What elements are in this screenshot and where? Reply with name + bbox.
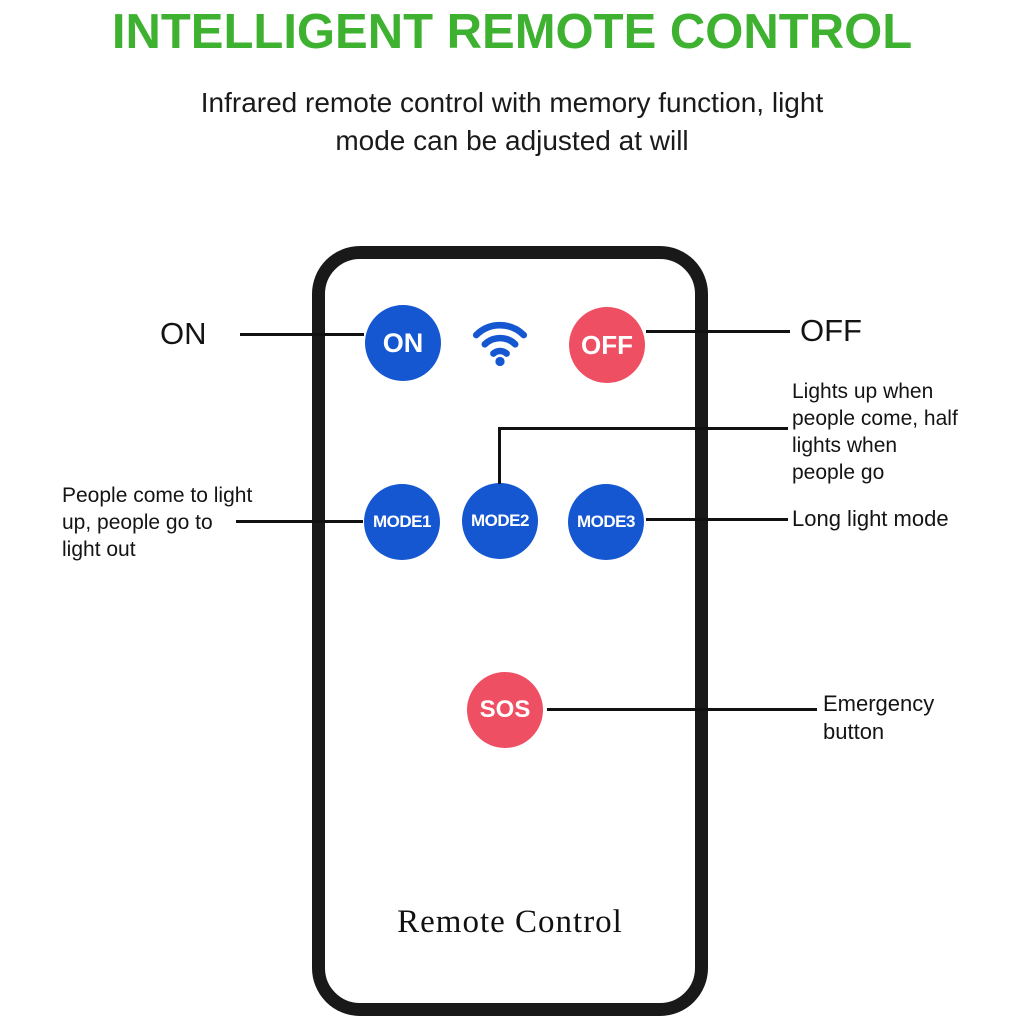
mode2-callout-line-vertical bbox=[498, 427, 501, 484]
off-callout-line bbox=[646, 330, 790, 333]
off-callout-label: OFF bbox=[800, 313, 862, 348]
page-subtitle: Infrared remote control with memory func… bbox=[0, 84, 1024, 160]
on-button: ON bbox=[365, 305, 441, 381]
mode1-callout-line bbox=[236, 520, 363, 523]
mode3-callout-note: Long light mode bbox=[792, 506, 949, 531]
mode1-callout-note: People come to light up, people go to li… bbox=[62, 484, 253, 561]
mode3-callout-line bbox=[646, 518, 788, 521]
mode2-callout-note: Lights up when people come, half lights … bbox=[792, 380, 958, 484]
sos-callout-note: Emergency button bbox=[823, 691, 935, 744]
subtitle-line-1: Infrared remote control with memory func… bbox=[200, 87, 824, 118]
mode2-callout-line-horizontal bbox=[498, 427, 788, 430]
on-callout-label: ON bbox=[160, 316, 207, 351]
page-title: INTELLIGENT REMOTE CONTROL bbox=[111, 5, 913, 59]
mode2-button: MODE2 bbox=[462, 483, 538, 559]
subtitle-line-2: mode can be adjusted at will bbox=[335, 125, 689, 156]
remote-control-label: Remote Control bbox=[397, 904, 623, 940]
wifi-signal-icon bbox=[472, 322, 528, 367]
remote-control-body: ON OFF MODE1 MODE2 MODE3 SOS Remote Cont… bbox=[312, 246, 708, 1016]
mode3-button: MODE3 bbox=[568, 484, 644, 560]
mode1-button: MODE1 bbox=[364, 484, 440, 560]
sos-callout-line bbox=[547, 708, 817, 711]
sos-button: SOS bbox=[467, 672, 543, 748]
on-callout-line bbox=[240, 333, 364, 336]
off-button: OFF bbox=[569, 307, 645, 383]
